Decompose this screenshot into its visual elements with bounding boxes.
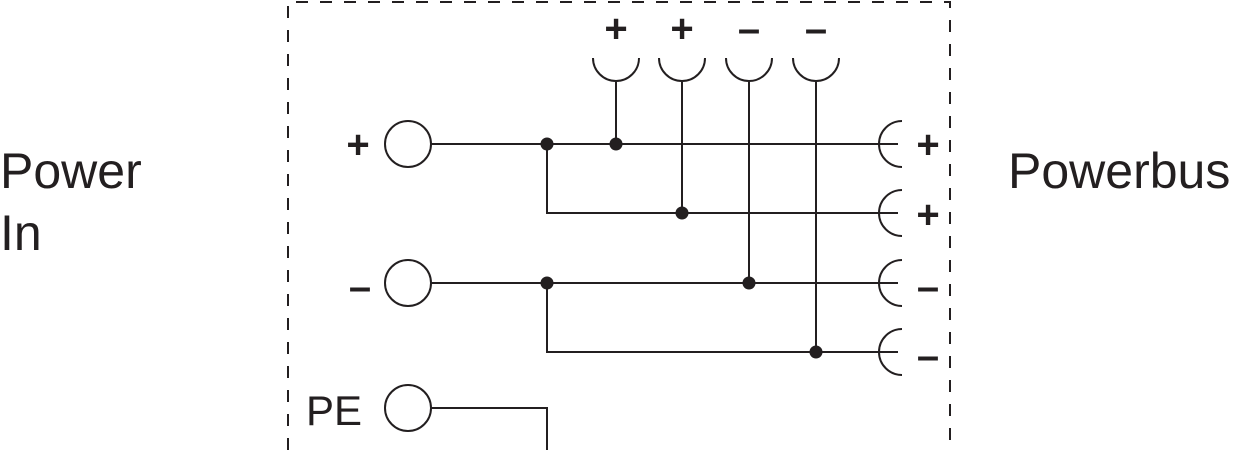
- right-socket-sign-3: –: [917, 265, 939, 309]
- junction-top-socket-1: [609, 137, 623, 151]
- input-negative-terminal: [384, 259, 432, 307]
- enclosure-border: [287, 1, 951, 450]
- right-socket-2: [878, 189, 903, 237]
- input-positive-terminal: [384, 120, 432, 168]
- right-socket-sign-4: –: [917, 334, 939, 378]
- right-socket-3: [878, 259, 903, 307]
- top-socket-sign-2: +: [670, 7, 693, 51]
- right-socket-sign-2: +: [916, 193, 939, 237]
- power-in-label-line2: In: [0, 205, 42, 261]
- pe-label: PE: [306, 387, 362, 434]
- wire-positive-branch: [546, 144, 898, 214]
- junction-top-socket-3: [742, 276, 756, 290]
- powerbus-label: Powerbus: [1008, 143, 1230, 199]
- junction-top-socket-4: [809, 345, 823, 359]
- right-socket-1: [878, 120, 903, 168]
- top-socket-1: [592, 57, 640, 82]
- top-socket-sign-1: +: [604, 7, 627, 51]
- top-socket-sign-4: –: [805, 7, 827, 51]
- top-socket-3: [725, 57, 773, 82]
- wire-pe: [431, 407, 548, 450]
- power-in-label-line1: Power: [0, 143, 142, 199]
- input-positive-sign: +: [346, 123, 369, 167]
- top-socket-4: [792, 57, 840, 82]
- top-socket-2: [658, 57, 706, 82]
- input-negative-sign: –: [349, 265, 371, 309]
- right-socket-sign-1: +: [916, 123, 939, 167]
- wire-negative-branch: [546, 283, 898, 353]
- junction-positive-split: [540, 137, 554, 151]
- pe-terminal: [384, 384, 432, 432]
- top-socket-sign-3: –: [738, 7, 760, 51]
- right-socket-4: [878, 328, 903, 376]
- junction-negative-split: [540, 276, 554, 290]
- junction-top-socket-2: [675, 206, 689, 220]
